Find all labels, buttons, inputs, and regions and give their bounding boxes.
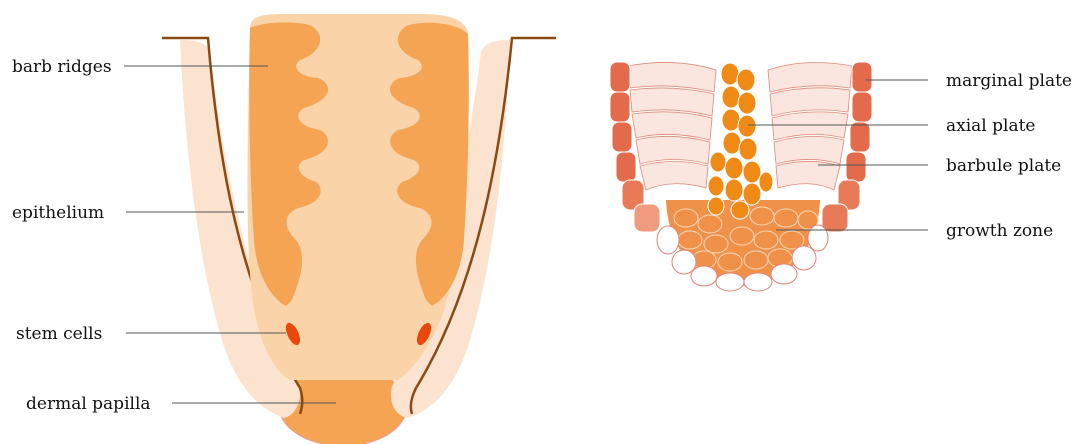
axial-plate xyxy=(708,63,773,219)
label-stem-cells: stem cells xyxy=(16,324,102,344)
label-marginal-plate: marginal plate xyxy=(946,71,1072,91)
barbule-plate-left xyxy=(628,63,716,190)
barbule-plate-right xyxy=(768,63,852,190)
label-dermal-papilla: dermal papilla xyxy=(26,394,151,414)
label-barbule-plate: barbule plate xyxy=(946,156,1061,176)
labels: barb ridges epithelium stem cells dermal… xyxy=(12,57,1072,414)
label-epithelium: epithelium xyxy=(12,203,104,223)
follicle-section xyxy=(162,14,556,444)
barb-ridge-cross-section xyxy=(610,62,872,291)
label-growth-zone: growth zone xyxy=(946,221,1053,241)
label-axial-plate: axial plate xyxy=(946,116,1035,136)
label-barb-ridges: barb ridges xyxy=(12,57,112,77)
